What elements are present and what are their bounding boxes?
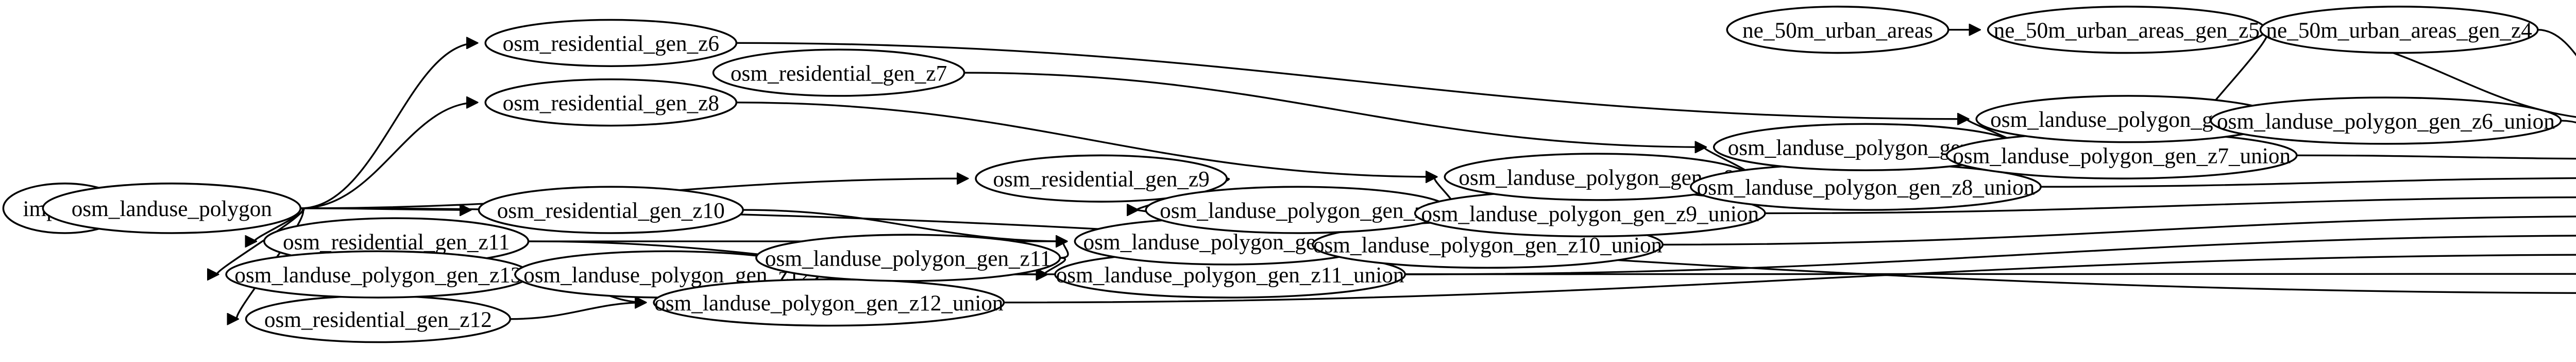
node-label-osm_residential_gen_z11: osm_residential_gen_z11 — [283, 229, 510, 254]
node-label-ne_50m_urban_areas_gen_z4: ne_50m_urban_areas_gen_z4 — [2266, 18, 2532, 43]
node-shape-osm_residential_gen_z8 — [484, 78, 738, 127]
node-osm_landuse_polygon_gen_z8[interactable]: osm_landuse_polygon_gen_z8 — [1444, 153, 1750, 201]
node-label-osm_landuse_polygon: osm_landuse_polygon — [72, 196, 272, 221]
edge-osm_residential_gen_z7--to--osm_landuse_polygon_gen_z7 — [964, 72, 1706, 147]
node-osm_residential_gen_z6[interactable]: osm_residential_gen_z6 — [484, 19, 738, 67]
node-shape-osm_landuse_polygon — [42, 183, 302, 234]
edge-osm_landuse_polygon_gen_z9_union--to--legend_z9 — [1765, 196, 2576, 215]
edge-osm_landuse_polygon--to--osm_residential_gen_z8 — [300, 103, 477, 209]
node-label-ne_50m_urban_areas: ne_50m_urban_areas — [1742, 18, 1933, 43]
node-osm_residential_gen_z8[interactable]: osm_residential_gen_z8 — [484, 78, 738, 127]
edge-osm_residential_gen_z12--to--osm_landuse_polygon_gen_z12_union — [510, 303, 646, 320]
edge-osm_landuse_polygon_gen_z10_union--to--legend_z10 — [1663, 216, 2576, 246]
node-label-osm_landuse_polygon_gen_z13: osm_landuse_polygon_gen_z13 — [234, 262, 521, 287]
node-osm_landuse_polygon_gen_z6_union[interactable]: osm_landuse_polygon_gen_z6_union — [2210, 96, 2562, 145]
edge-ne_50m_urban_areas_gen_z4--to--legend_z4 — [2537, 29, 2576, 57]
edge-osm_residential_gen_z10--to--osm_landuse_polygon_gen_z10 — [743, 209, 1066, 241]
node-label-osm_landuse_polygon_gen_z11: osm_landuse_polygon_gen_z11 — [765, 246, 1052, 271]
node-osm_residential_gen_z9[interactable]: osm_residential_gen_z9 — [975, 154, 1228, 203]
node-shape-osm_landuse_polygon_gen_z6_union — [2210, 96, 2562, 145]
node-label-osm_residential_gen_z7: osm_residential_gen_z7 — [731, 61, 947, 86]
edge-osm_landuse_polygon_gen_z7_union--to--legend_z7 — [2296, 154, 2576, 160]
node-osm_landuse_polygon_gen_z11[interactable]: osm_landuse_polygon_gen_z11 — [755, 234, 1061, 282]
node-ne_50m_urban_areas_gen_z4[interactable]: ne_50m_urban_areas_gen_z4 — [2259, 6, 2539, 54]
node-label-osm_landuse_polygon_gen_z11_union: osm_landuse_polygon_gen_z11_union — [1056, 262, 1404, 287]
node-shape-osm_residential_gen_z6 — [484, 19, 738, 67]
node-label-osm_residential_gen_z12: osm_residential_gen_z12 — [264, 307, 492, 332]
node-shape-osm_residential_gen_z7 — [712, 48, 965, 97]
node-shape-osm_residential_gen_z9 — [975, 154, 1228, 203]
node-label-osm_landuse_polygon_gen_z7_union: osm_landuse_polygon_gen_z7_union — [1953, 144, 2291, 169]
node-label-osm_residential_gen_z8: osm_residential_gen_z8 — [503, 91, 719, 116]
node-shape-ne_50m_urban_areas_gen_z4 — [2259, 6, 2539, 54]
node-osm_landuse_polygon[interactable]: osm_landuse_polygon — [42, 183, 302, 234]
node-label-osm_landuse_polygon_gen_z8_union: osm_landuse_polygon_gen_z8_union — [1697, 175, 2035, 200]
edge-osm_landuse_polygon_gen_z12_union--to--legend_z12 — [1004, 254, 2576, 304]
node-osm_residential_gen_z7[interactable]: osm_residential_gen_z7 — [712, 48, 965, 97]
edge-osm_landuse_polygon--to--osm_landuse_polygon_gen_z13 — [217, 207, 304, 274]
node-label-osm_landuse_polygon_gen_z8: osm_landuse_polygon_gen_z8 — [1459, 165, 1735, 190]
node-osm_landuse_polygon_gen_z13[interactable]: osm_landuse_polygon_gen_z13 — [225, 250, 531, 299]
edge-osm_landuse_polygon_gen_z6_union--to--legend_z6 — [2561, 120, 2576, 124]
edge-osm_residential_gen_z6--to--osm_landuse_polygon_gen_z6 — [736, 42, 1968, 119]
node-ne_50m_urban_areas[interactable]: ne_50m_urban_areas — [1726, 6, 1950, 54]
edge-osm_residential_gen_z8--to--osm_landuse_polygon_gen_z8 — [736, 102, 1436, 177]
node-osm_landuse_polygon_gen_z9[interactable]: osm_landuse_polygon_gen_z9 — [1145, 186, 1451, 234]
node-label-osm_landuse_polygon_gen_z9: osm_landuse_polygon_gen_z9 — [1160, 198, 1436, 223]
node-osm_residential_gen_z10[interactable]: osm_residential_gen_z10 — [478, 186, 744, 234]
node-label-osm_residential_gen_z10: osm_residential_gen_z10 — [497, 198, 725, 223]
node-shape-osm_landuse_polygon_gen_z12_union — [653, 278, 1005, 327]
node-ne_50m_urban_areas_gen_z5[interactable]: ne_50m_urban_areas_gen_z5 — [1987, 6, 2266, 54]
node-label-ne_50m_urban_areas_gen_z5: ne_50m_urban_areas_gen_z5 — [1994, 18, 2260, 43]
node-osm_landuse_polygon_gen_z11_union[interactable]: osm_landuse_polygon_gen_z11_union — [1054, 250, 1406, 299]
edge-osm_landuse_polygon_gen_z11--to--osm_landuse_polygon_gen_z10 — [1060, 241, 1069, 259]
node-label-osm_residential_gen_z6: osm_residential_gen_z6 — [503, 31, 719, 56]
node-osm_landuse_polygon_gen_z12_union[interactable]: osm_landuse_polygon_gen_z12_union — [653, 278, 1005, 327]
edge-osm_landuse_polygon_gen_z11_union--to--legend_z11 — [1405, 235, 2576, 275]
edge-osm_landuse_polygon_gen_z8_union--to--legend_z8 — [2041, 177, 2576, 188]
node-shape-osm_landuse_polygon_gen_z11 — [755, 234, 1061, 282]
node-label-osm_landuse_polygon_gen_z12_union: osm_landuse_polygon_gen_z12_union — [654, 291, 1003, 316]
node-label-osm_landuse_polygon_gen_z6_union: osm_landuse_polygon_gen_z6_union — [2217, 109, 2555, 134]
node-label-osm_residential_gen_z9: osm_residential_gen_z9 — [993, 167, 1209, 191]
nodes-layer: imposm3osm_landuse_polygonosm_residentia… — [2, 6, 2562, 343]
node-osm_landuse_polygon_gen_z9_union[interactable]: osm_landuse_polygon_gen_z9_union — [1414, 189, 1766, 238]
node-shape-osm_residential_gen_z10 — [478, 186, 744, 234]
node-shape-ne_50m_urban_areas — [1726, 6, 1950, 54]
node-osm_landuse_polygon_gen_z8_union[interactable]: osm_landuse_polygon_gen_z8_union — [1689, 162, 2042, 211]
node-label-osm_landuse_polygon_gen_z9_union: osm_landuse_polygon_gen_z9_union — [1421, 202, 1759, 226]
node-osm_residential_gen_z12[interactable]: osm_residential_gen_z12 — [245, 295, 512, 343]
edge-osm_landuse_polygon--to--osm_residential_gen_z6 — [300, 43, 477, 209]
